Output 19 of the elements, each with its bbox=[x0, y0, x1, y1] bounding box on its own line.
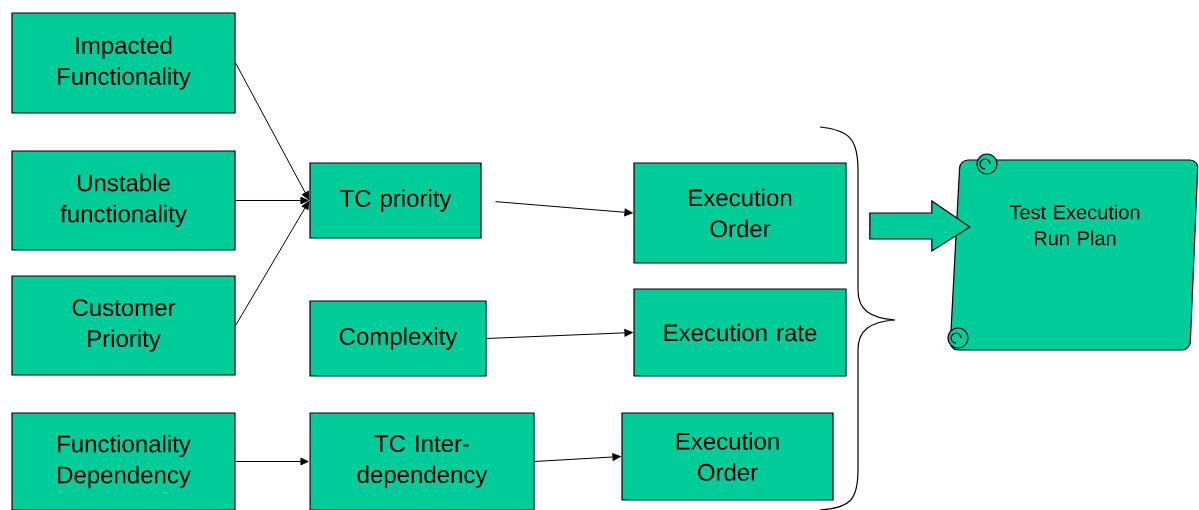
process-box: Impacted Functionality bbox=[11, 12, 236, 114]
process-box: Execution rate bbox=[633, 288, 847, 377]
arrow bbox=[235, 62, 310, 200]
arrow bbox=[235, 457, 309, 466]
arrow bbox=[495, 201, 633, 217]
process-box: TC priority bbox=[309, 162, 482, 239]
process-box: Execution Order bbox=[621, 412, 834, 501]
arrow bbox=[534, 453, 621, 462]
arrow bbox=[486, 329, 633, 339]
process-box: Customer Priority bbox=[11, 275, 236, 376]
arrow bbox=[235, 201, 310, 326]
process-box: Functionality Dependency bbox=[11, 412, 236, 510]
arrow bbox=[235, 196, 309, 205]
process-box: Unstable functionality bbox=[11, 150, 236, 251]
process-box: TC Inter-dependency bbox=[309, 412, 535, 510]
process-box: Execution Order bbox=[633, 162, 847, 264]
scroll: Test Execution Run Plan bbox=[947, 153, 1199, 351]
block-arrow bbox=[869, 199, 971, 253]
process-box: Complexity bbox=[309, 300, 487, 377]
